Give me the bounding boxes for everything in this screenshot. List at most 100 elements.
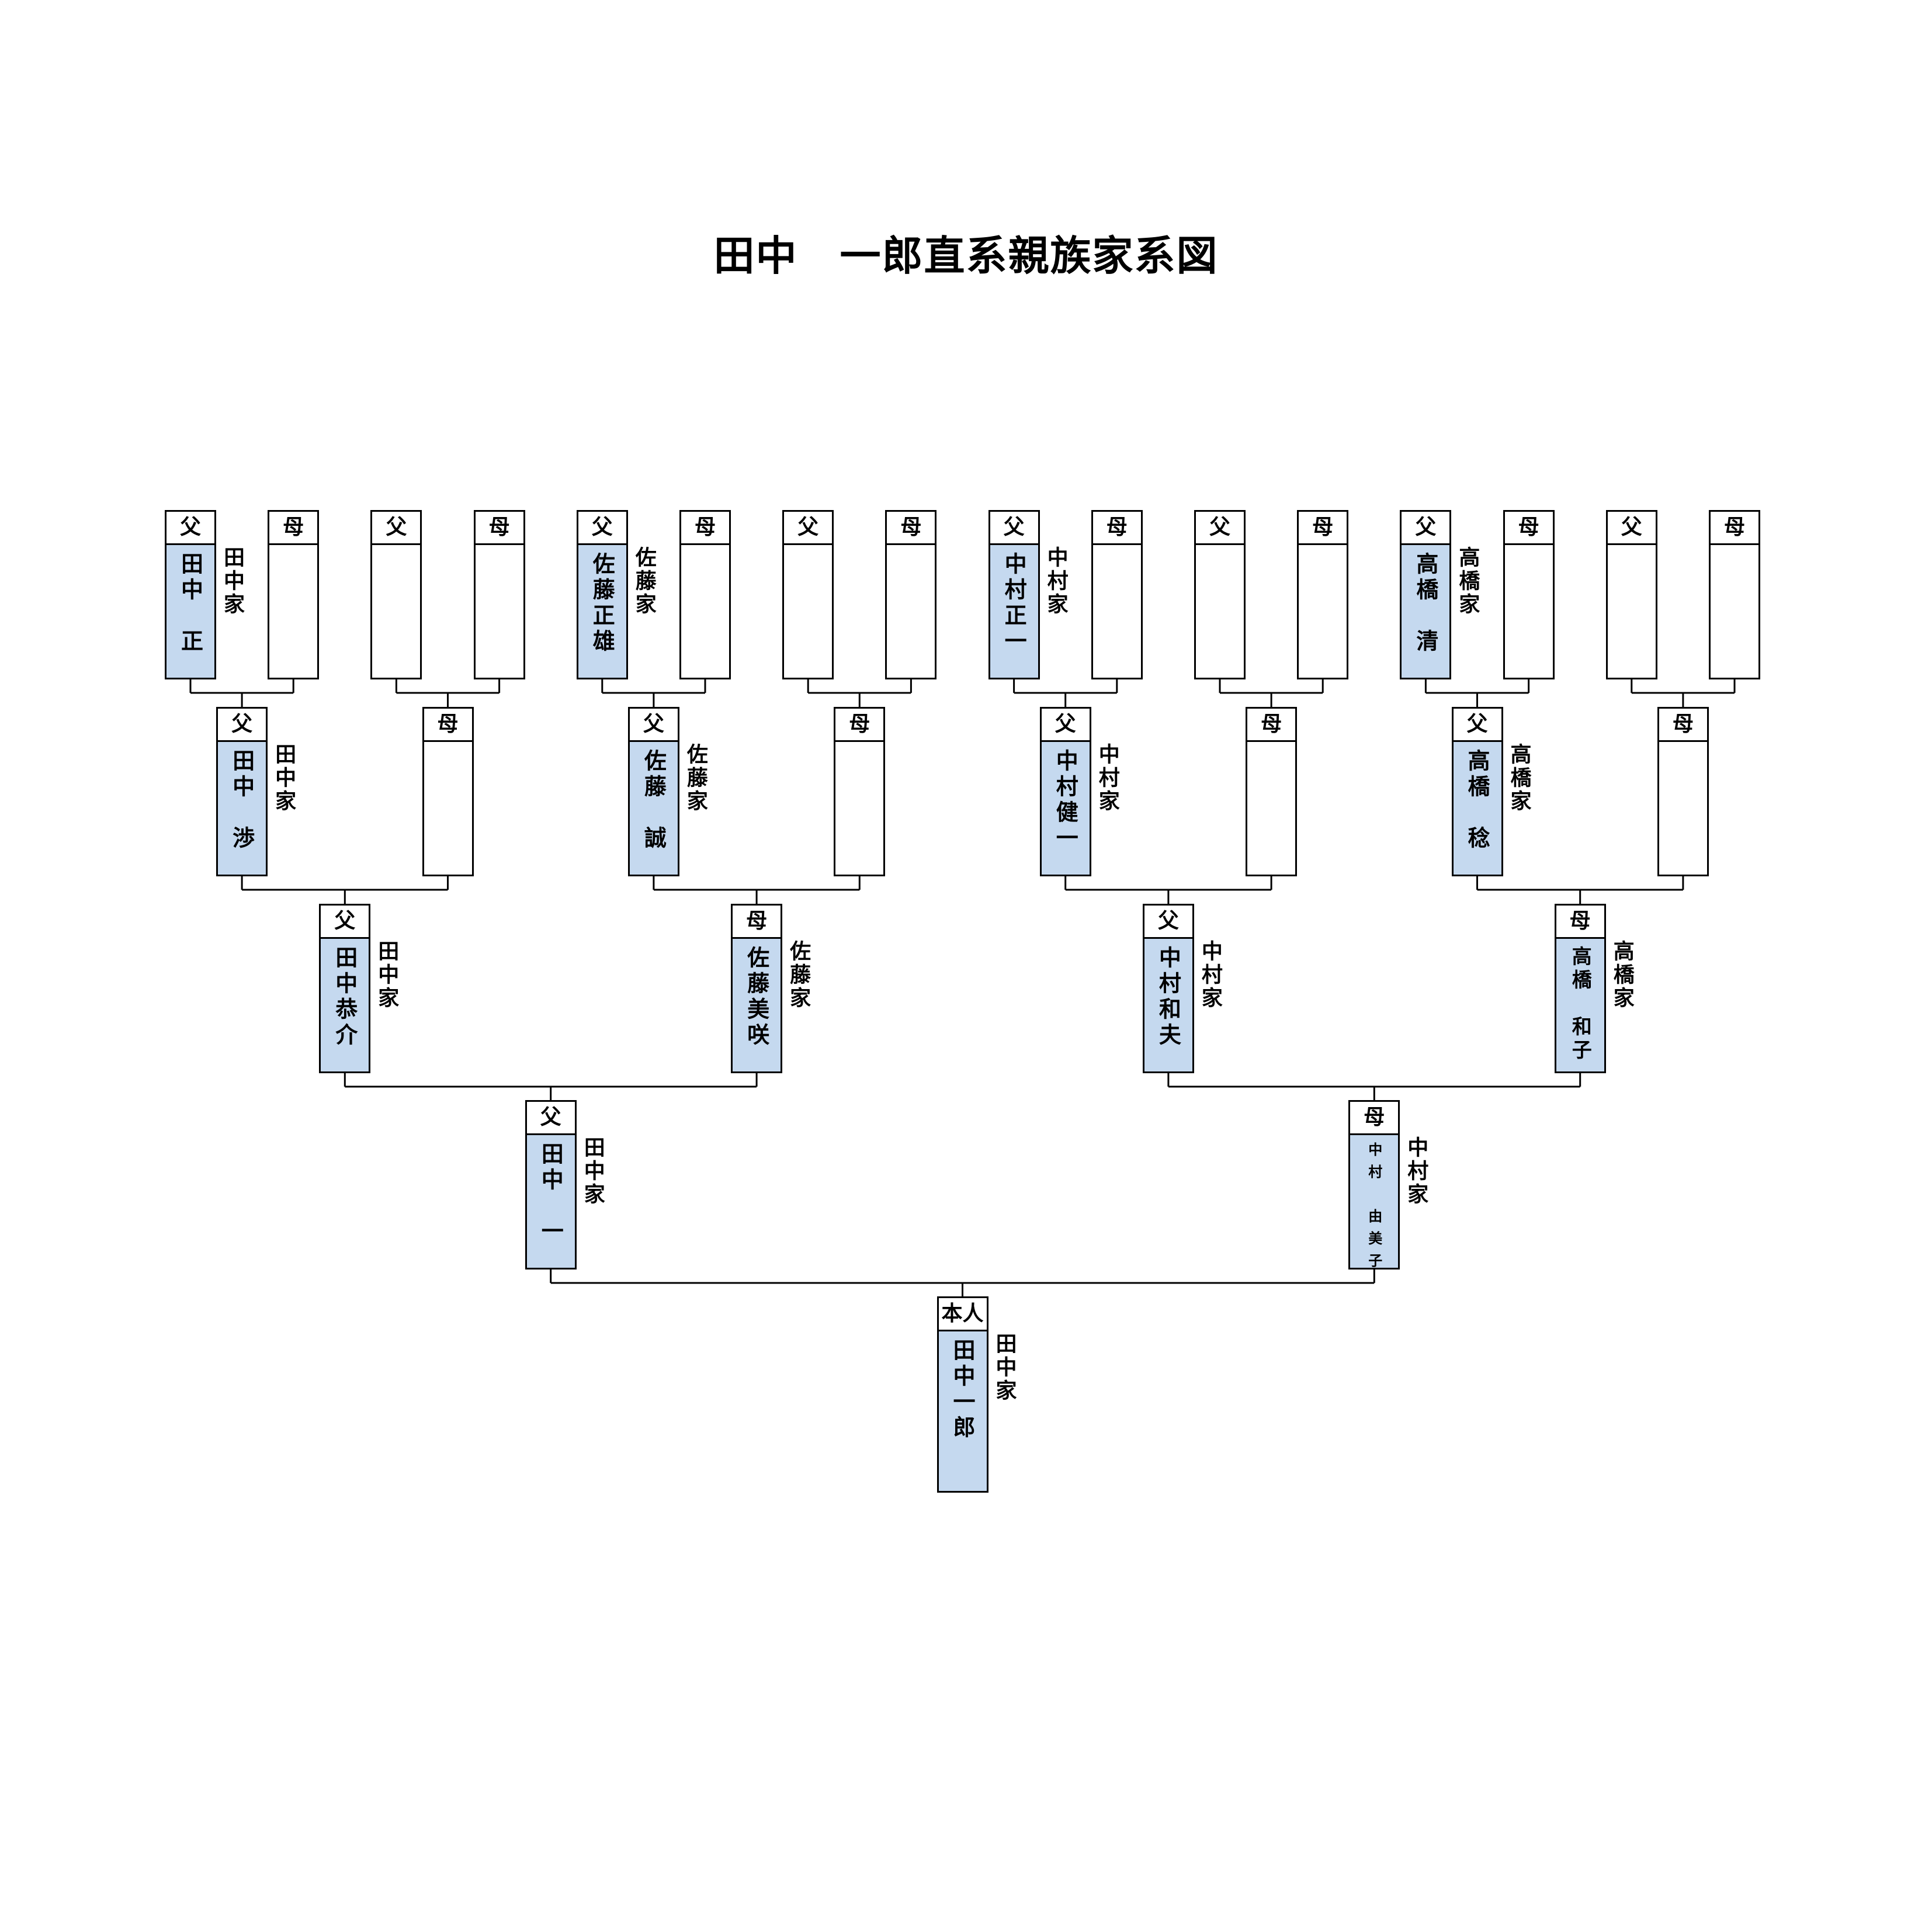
person-box: 父中村健一 [1039,707,1091,876]
person-name-area [476,545,523,678]
person-name: 田中恭介 [331,946,358,1049]
person-box: 母 [679,510,731,679]
person-name-area: 中村和夫 [1144,939,1192,1071]
person-name-area: 中村正一 [990,545,1038,678]
relation-label: 母 [1659,709,1707,742]
person-name: 高橋 稔 [1464,749,1490,852]
family-name-label: 田中家 [580,1136,605,1206]
person-box: 母 [1246,707,1298,876]
person-box: 母 [1657,707,1709,876]
family-name-label: 中村家 [1095,743,1120,813]
family-name-label: 佐藤家 [632,546,657,616]
person-name-area [681,545,729,678]
person-box: 父田中 渉 [216,707,268,876]
person-name-area: 高橋 和子 [1556,939,1604,1071]
person-name: 中村 由美子 [1365,1142,1383,1275]
relation-label: 父 [578,512,626,545]
person-box: 父田中恭介 [319,904,371,1073]
relation-label: 母 [1556,906,1604,939]
family-name-label: 中村家 [1198,940,1223,1010]
person-name-area [1196,545,1244,678]
person-box: 父田中 正 [165,510,216,679]
person-name-area [1711,545,1758,678]
relation-label: 母 [733,906,781,939]
person-name-area: 高橋 清 [1402,545,1449,678]
person-name: 田中 正 [177,552,204,655]
person-name-area [424,742,472,875]
person-name: 高橋 清 [1412,552,1439,655]
person-name-area: 田中恭介 [321,939,369,1071]
person-name: 中村和夫 [1155,946,1182,1049]
person-box: 父 [1194,510,1246,679]
person-box: 父中村正一 [988,510,1040,679]
family-name-label: 田中家 [992,1333,1017,1403]
person-box: 母中村 由美子 [1348,1100,1400,1275]
person-name: 田中一郎 [949,1338,976,1441]
person-box: 母 [422,707,474,876]
person-name: 佐藤美咲 [743,946,770,1049]
family-name-label: 高橋家 [1455,546,1480,616]
person-box: 母 [1503,510,1555,679]
relation-label: 父 [629,709,678,742]
person-name-area: 佐藤美咲 [733,939,781,1071]
person-box: 母 [1091,510,1143,679]
person-box: 父佐藤正雄 [576,510,628,679]
relation-label: 父 [1041,709,1090,742]
family-name-label: 高橋家 [1507,743,1532,813]
person-name-area: 高橋 稔 [1454,742,1501,875]
relation-label: 母 [1092,512,1141,545]
relation-label: 父 [321,906,369,939]
person-name-area: 中村 由美子 [1350,1135,1398,1275]
family-name-label: 高橋家 [1610,940,1635,1010]
person-box: 父 [1605,510,1657,679]
person-name-area [1299,545,1347,678]
person-name: 佐藤 誠 [640,749,667,852]
relation-label: 母 [835,709,884,742]
person-box: 母佐藤美咲 [731,904,783,1073]
person-name-area: 中村健一 [1042,742,1090,875]
family-name-label: 佐藤家 [786,940,811,1010]
person-name: 中村健一 [1052,749,1079,852]
person-name-area [1608,545,1656,678]
relation-label: 父 [1453,709,1501,742]
relation-label: 父 [1196,512,1244,545]
person-name-area [372,545,420,678]
relation-label: 父 [372,512,421,545]
relation-label: 父 [990,512,1038,545]
person-box: 母 [885,510,937,679]
person-name-area: 佐藤 誠 [630,742,678,875]
person-box: 父高橋 清 [1400,510,1452,679]
person-box: 母高橋 和子 [1554,904,1606,1073]
person-box: 母 [268,510,320,679]
family-name-label: 中村家 [1043,546,1069,616]
person-box: 父田中 一 [525,1100,577,1269]
person-box: 母 [1709,510,1760,679]
person-box: 母 [834,707,886,876]
person-name: 佐藤正雄 [589,552,616,655]
person-name: 高橋 和子 [1568,946,1592,1063]
relation-label: 母 [1350,1102,1399,1135]
person-box: 本人田中一郎 [936,1296,988,1493]
person-name-area: 田中 渉 [218,742,266,875]
relation-label: 母 [1299,512,1347,545]
person-name-area [887,545,935,678]
family-name-label: 田中家 [220,546,245,616]
family-name-label: 田中家 [272,743,297,813]
page-title: 田中 一郎直系親族家系図 [713,231,1219,280]
person-box: 父高橋 稔 [1451,707,1503,876]
person-name-area [269,545,317,678]
person-name-area [784,545,832,678]
relation-label: 母 [681,512,729,545]
relation-label: 父 [218,709,266,742]
person-box: 父中村和夫 [1142,904,1194,1073]
person-name-area: 田中一郎 [939,1331,987,1491]
relation-label: 母 [1504,512,1553,545]
person-name: 田中 一 [537,1142,564,1245]
person-name-area: 田中 正 [167,545,214,678]
person-box: 母 [473,510,525,679]
relation-label: 母 [424,709,472,742]
person-name-area [1247,742,1295,875]
relation-label: 母 [887,512,935,545]
person-name: 田中 渉 [228,749,255,852]
